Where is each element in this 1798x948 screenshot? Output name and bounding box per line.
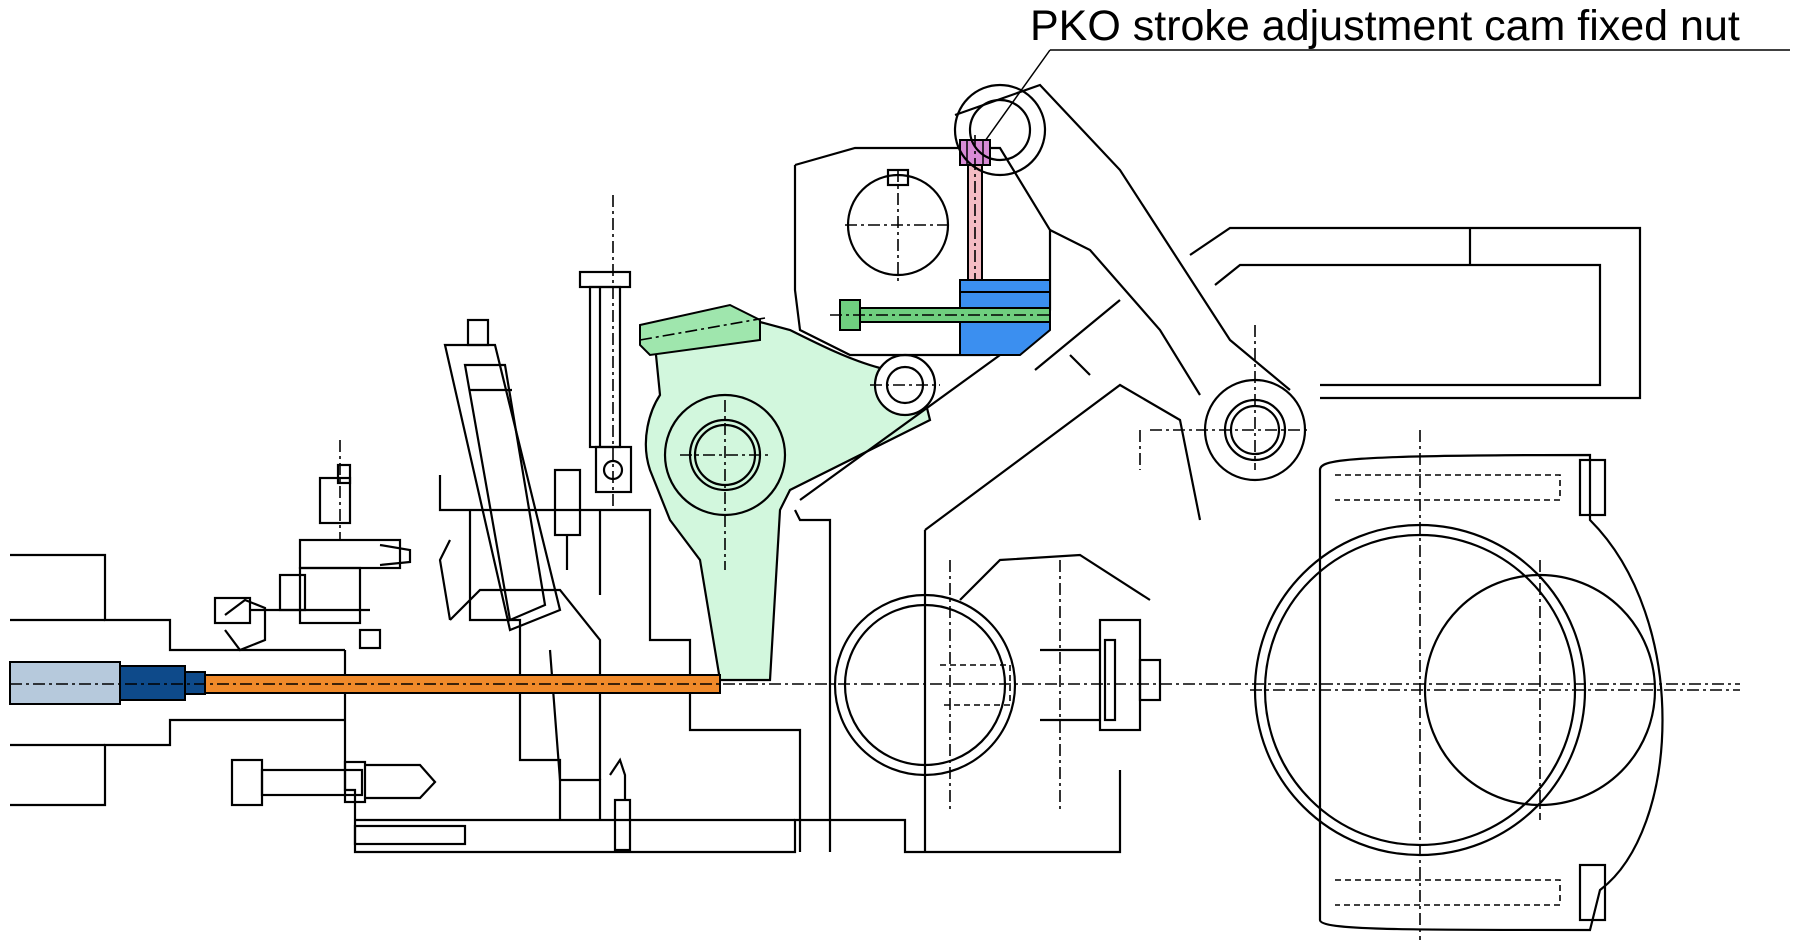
crank-ring (1250, 430, 1740, 940)
left-pivot (833, 560, 1162, 810)
lower-bolts (213, 596, 437, 807)
green-bolt (639, 303, 766, 357)
callout-leader (979, 49, 1790, 149)
middle-frame (794, 354, 1202, 852)
callout-label: PKO stroke adjustment cam fixed nut (1030, 2, 1740, 50)
horizontal-green-bolt (830, 299, 1051, 331)
guide-rod (553, 195, 633, 570)
upper-left-assembly (224, 440, 412, 652)
left-frame (10, 553, 345, 807)
main-lever-arm (953, 83, 1310, 482)
top-right-frame (1189, 226, 1642, 400)
center-housing (438, 475, 802, 852)
cam-lever (639, 303, 940, 682)
centerlines (1059, 430, 1141, 810)
tilted-slide (443, 318, 562, 632)
knockout-rod-assembly (9, 661, 1740, 705)
